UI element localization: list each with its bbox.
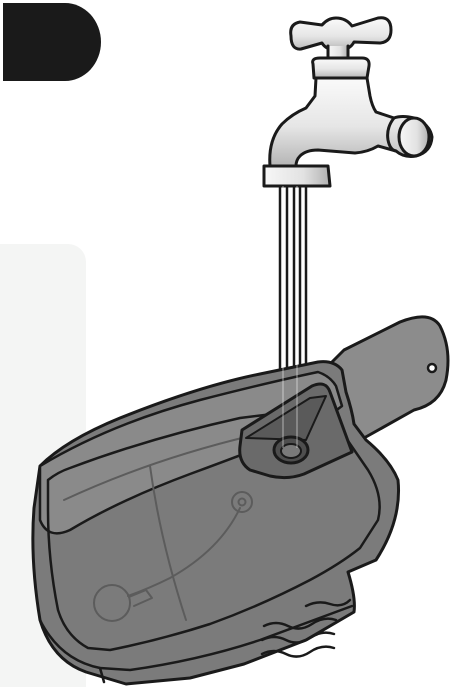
water-tank-icon bbox=[31, 315, 450, 686]
step-badge bbox=[3, 3, 101, 81]
water-stream-overlay bbox=[282, 186, 298, 448]
fill-opening-icon bbox=[238, 382, 354, 480]
faucet-icon bbox=[262, 16, 434, 188]
step-badge-shape bbox=[3, 3, 101, 81]
grip-ridges-icon bbox=[260, 598, 352, 658]
